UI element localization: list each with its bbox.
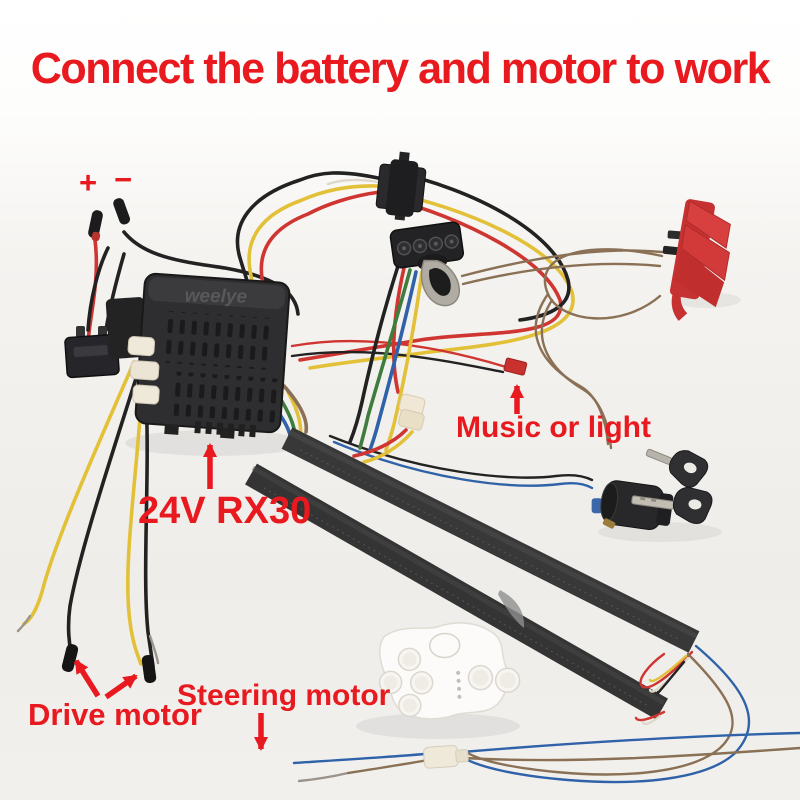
- controller-brand-text: weelye: [185, 286, 248, 308]
- wiring-harness: [16, 168, 800, 784]
- controller-box: weelye: [105, 272, 291, 439]
- music-light-connector: [503, 357, 528, 376]
- remote-led-indicators: [456, 670, 462, 699]
- remote-control: [378, 622, 521, 720]
- annotation-arrows: [73, 384, 524, 751]
- steering-motor-label: Steering motor: [177, 679, 391, 712]
- remote-dpad: [378, 647, 434, 718]
- battery-minus-terminal: [113, 198, 131, 225]
- sheath-cable-2: [245, 463, 668, 720]
- circuit-breaker: [64, 326, 120, 379]
- arrow-drive-right: [104, 673, 138, 700]
- page-title: Connect the battery and motor to work: [30, 44, 771, 93]
- throttle-buttons: [396, 234, 459, 256]
- throttle-lever-assembly: [389, 221, 465, 307]
- inline-fuse-connector: [398, 393, 426, 431]
- key-2: [631, 486, 713, 525]
- background-shadow-wedge: [498, 590, 525, 628]
- music-or-light-label: Music or light: [456, 411, 651, 444]
- remote-right-buttons: [467, 664, 521, 694]
- sheath-cable-1: [281, 427, 700, 653]
- steering-wire-connector: [423, 745, 469, 769]
- controller-connectors: [127, 336, 160, 405]
- battery-plus-terminal: [88, 210, 103, 242]
- battery-minus-label: −: [114, 162, 133, 197]
- remote-speaker-ring: [428, 632, 461, 659]
- key-1: [645, 448, 709, 488]
- red-rocker-switch: [662, 199, 731, 321]
- power-socket-connector: [375, 151, 427, 221]
- battery-plus-label: +: [79, 165, 98, 200]
- arrow-drive-left: [73, 659, 101, 698]
- drive-motor-label: Drive motor: [28, 697, 202, 732]
- drive-motor-terminals: [61, 644, 157, 684]
- controller-label: 24V RX30: [138, 490, 312, 532]
